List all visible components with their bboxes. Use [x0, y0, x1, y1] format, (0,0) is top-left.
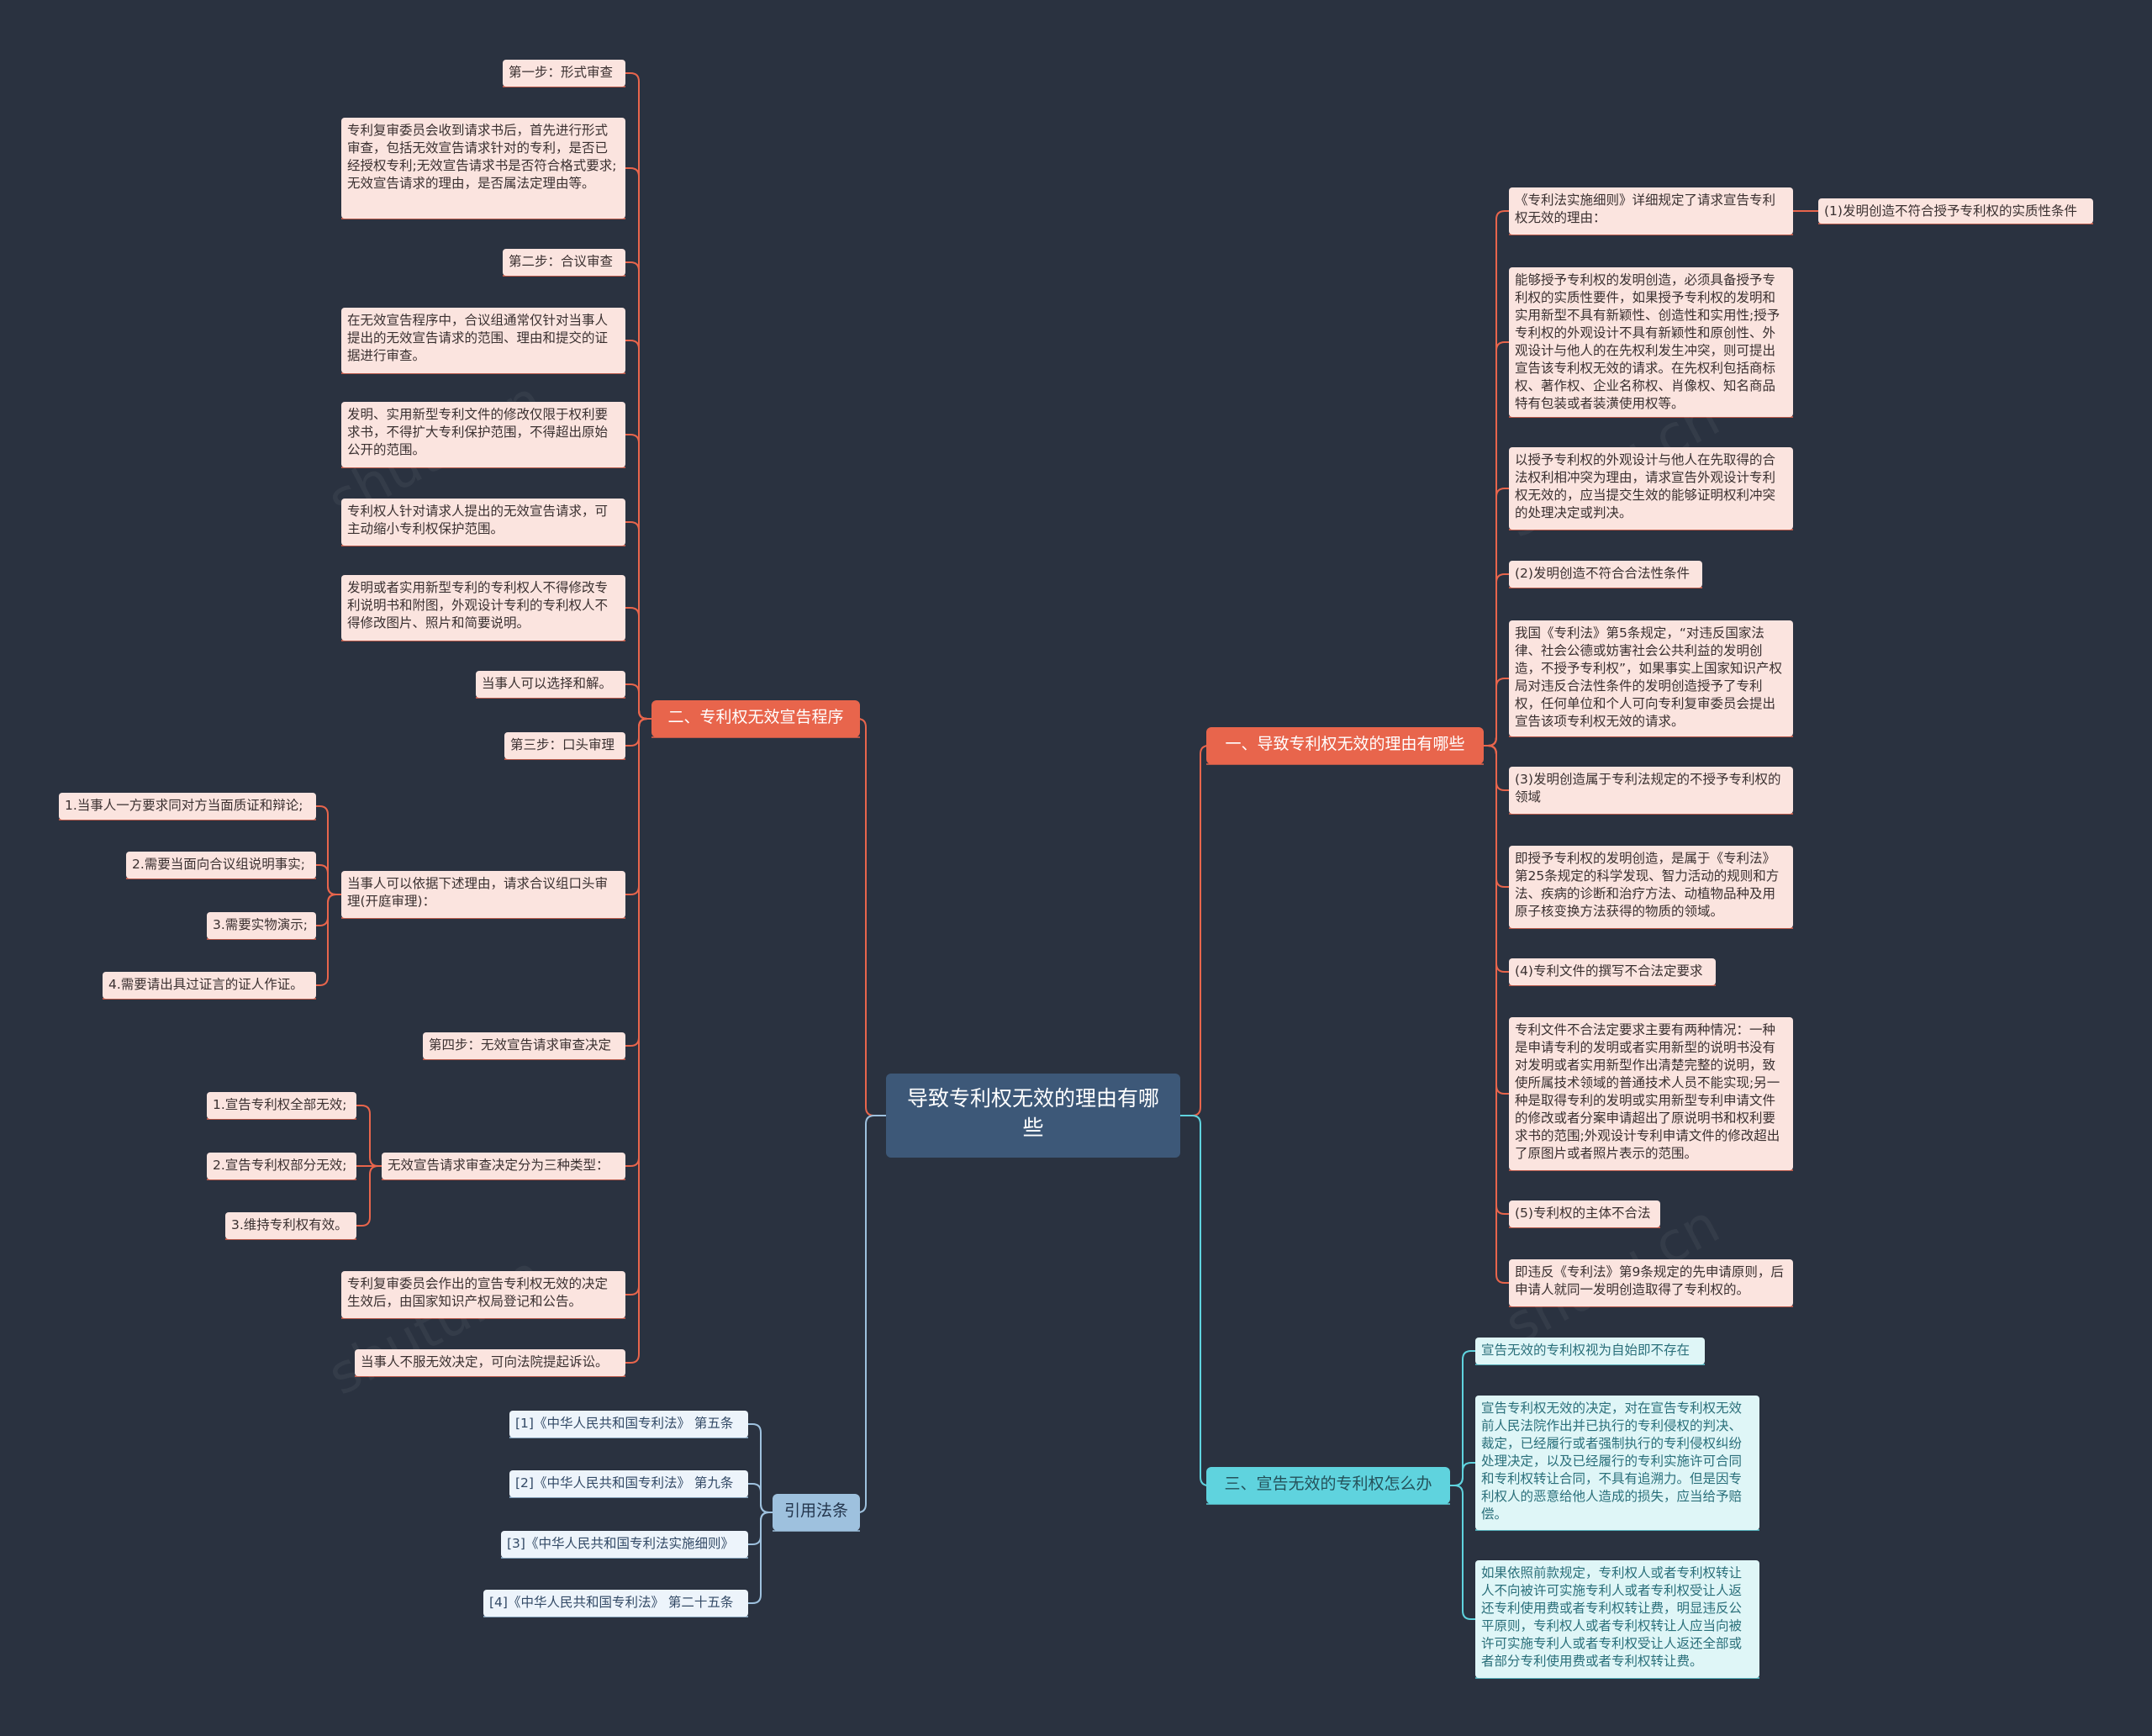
- connector-line: [1483, 678, 1510, 747]
- appeal-to-court[interactable]: 当事人不服无效决定，可向法院提起诉讼。: [355, 1349, 625, 1376]
- connector-line: [315, 864, 342, 895]
- connector-line: [1449, 1462, 1476, 1486]
- step-2-scope[interactable]: 在无效宣告程序中，合议组通常仅针对当事人提出的无效宣告请求的范围、理由和提交的证…: [341, 308, 625, 373]
- oral-reason-1[interactable]: 1.当事人一方要求同对方当面质证和辩论;: [59, 793, 316, 820]
- oral-reason-3[interactable]: 3.需要实物演示;: [207, 912, 316, 939]
- reason-1-title[interactable]: (1)发明创造不符合授予专利权的实质性条件: [1818, 198, 2093, 224]
- reason-5-detail[interactable]: 即违反《专利法》第9条规定的先申请原则，后申请人就同一发明创造取得了专利权的。: [1509, 1259, 1793, 1306]
- reason-3-detail[interactable]: 即授予专利权的发明创造，是属于《专利法》第25条规定的科学发现、智力活动的规则和…: [1509, 846, 1793, 928]
- step-2-narrowing[interactable]: 专利权人针对请求人提出的无效宣告请求，可主动缩小专利权保护范围。: [341, 499, 625, 546]
- reason-2-detail[interactable]: 我国《专利法》第5条规定，“对违反国家法律、社会公德或妨害社会公共利益的发明创造…: [1509, 620, 1793, 736]
- reason-intro[interactable]: 《专利法实施细则》详细规定了请求宣告专利权无效的理由：: [1509, 187, 1793, 235]
- connector-line: [1179, 1115, 1210, 1486]
- connector-line: [315, 894, 342, 986]
- connector-line: [1483, 745, 1510, 1284]
- connector-line: [747, 1512, 773, 1604]
- connector-line: [1449, 1350, 1476, 1486]
- step-4-title[interactable]: 第四步：无效宣告请求审查决定: [423, 1032, 625, 1059]
- reason-4-detail[interactable]: 专利文件不合法定要求主要有两种情况：一种是申请专利的发明或者实用新型的说明书没有…: [1509, 1017, 1793, 1170]
- connector-line: [1179, 745, 1210, 1116]
- oral-reason-2[interactable]: 2.需要当面向合议组说明事实;: [126, 852, 316, 879]
- step-1-title[interactable]: 第一步：形式审查: [503, 60, 625, 87]
- connector-line: [1449, 1485, 1476, 1620]
- connector-line: [356, 1165, 382, 1227]
- branch-reasons[interactable]: 一、导致专利权无效的理由有哪些: [1206, 727, 1484, 764]
- connector-line: [747, 1483, 773, 1513]
- decision-type-3[interactable]: 3.维持专利权有效。: [225, 1212, 356, 1239]
- step-2-settlement[interactable]: 当事人可以选择和解。: [476, 671, 625, 698]
- connector-line: [625, 683, 652, 720]
- connector-line: [857, 718, 887, 1116]
- step-2-title[interactable]: 第二步：合议审查: [503, 249, 625, 276]
- step-1-detail[interactable]: 专利复审委员会收到请求书后，首先进行形式审查，包括无效宣告请求针对的专利，是否已…: [341, 118, 625, 219]
- after-item-refund[interactable]: 如果依照前款规定，专利权人或者专利权转让人不向被许可实施专利人或者专利权受让人返…: [1475, 1560, 1759, 1678]
- branch-references[interactable]: 引用法条: [773, 1494, 860, 1531]
- decision-type-2[interactable]: 2.宣告专利权部分无效;: [207, 1153, 356, 1179]
- oral-reason-4[interactable]: 4.需要请出具过证言的证人作证。: [103, 972, 316, 999]
- decision-announcement[interactable]: 专利复审委员会作出的宣告专利权无效的决定生效后，由国家知识产权局登记和公告。: [341, 1271, 625, 1318]
- step-3-title[interactable]: 第三步：口头审理: [504, 732, 625, 759]
- reason-5-title[interactable]: (5)专利权的主体不合法: [1509, 1200, 1660, 1227]
- step-2-no-modification[interactable]: 发明或者实用新型专利的专利权人不得修改专利说明书和附图，外观设计专利的专利权人不…: [341, 575, 625, 641]
- oral-hearing-reasons[interactable]: 当事人可以依据下述理由，请求合议组口头审理(开庭审理)：: [341, 871, 625, 918]
- reference-4[interactable]: [4]《中华人民共和国专利法》 第二十五条: [483, 1590, 748, 1617]
- reason-1-detail[interactable]: 能够授予专利权的发明创造，必须具备授予专利权的实质性要件，如果授予专利权的发明和…: [1509, 267, 1793, 417]
- connector-line: [625, 718, 652, 1364]
- decision-type-1[interactable]: 1.宣告专利权全部无效;: [207, 1092, 356, 1119]
- reason-1-design-note[interactable]: 以授予专利权的外观设计与他人在先取得的合法权利相冲突为理由，请求宣告外观设计专利…: [1509, 447, 1793, 530]
- connector-line: [356, 1105, 382, 1167]
- reason-2-title[interactable]: (2)发明创造不符合合法性条件: [1509, 561, 1702, 588]
- branch-procedure[interactable]: 二、专利权无效宣告程序: [651, 700, 860, 737]
- reference-3[interactable]: [3]《中华人民共和国专利法实施细则》: [501, 1531, 748, 1558]
- reason-4-title[interactable]: (4)专利文件的撰写不合法定要求: [1509, 958, 1716, 985]
- reference-1[interactable]: [1]《中华人民共和国专利法》 第五条: [509, 1411, 748, 1438]
- branch-after-invalidation[interactable]: 三、宣告无效的专利权怎么办: [1206, 1467, 1450, 1504]
- decision-types[interactable]: 无效宣告请求审查决定分为三种类型：: [382, 1153, 625, 1179]
- connector-line: [857, 1115, 887, 1513]
- after-item-void[interactable]: 宣告无效的专利权视为自始即不存在: [1475, 1338, 1705, 1364]
- after-item-no-retroactivity[interactable]: 宣告专利权无效的决定，对在宣告专利权无效前人民法院作出并已执行的专利侵权的判决、…: [1475, 1396, 1759, 1530]
- reason-3-title[interactable]: (3)发明创造属于专利法规定的不授予专利权的领域: [1509, 767, 1793, 814]
- step-2-amendment[interactable]: 发明、实用新型专利文件的修改仅限于权利要求书，不得扩大专利保护范围，不得超出原始…: [341, 402, 625, 467]
- root-topic[interactable]: 导致专利权无效的理由有哪些: [886, 1074, 1180, 1158]
- reference-2[interactable]: [2]《中华人民共和国专利法》 第九条: [509, 1470, 748, 1497]
